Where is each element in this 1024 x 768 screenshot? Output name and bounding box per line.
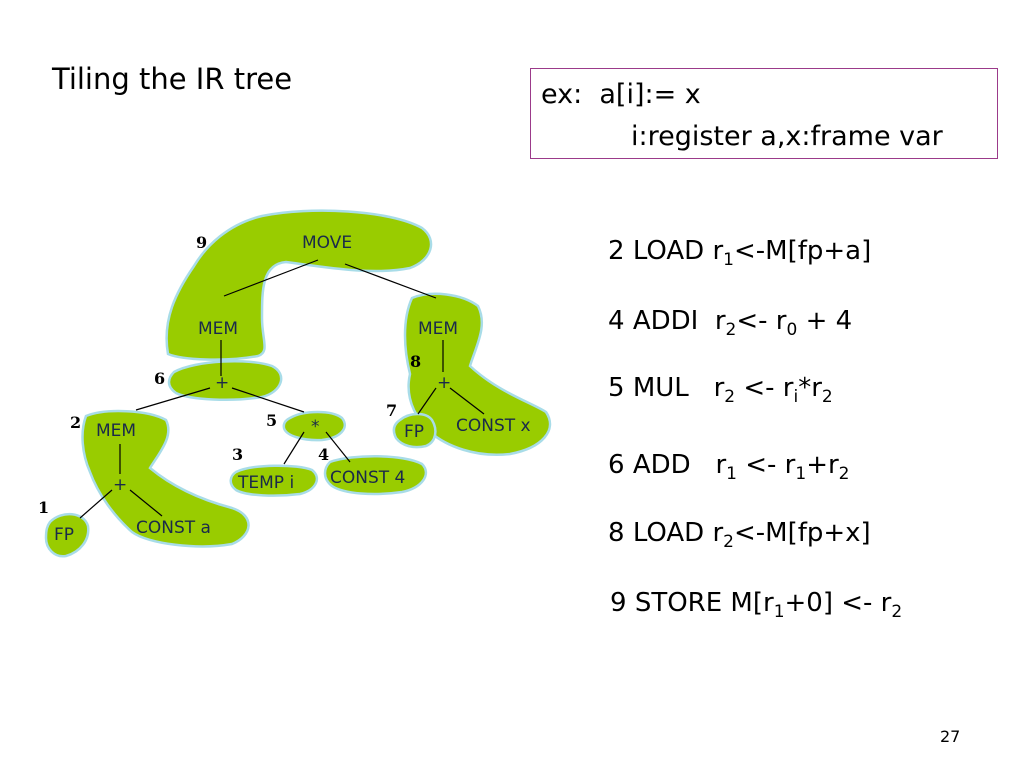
edge-plus-const-x (449, 387, 485, 415)
node-mem-inner: MEM (96, 421, 136, 441)
slide-title: Tiling the IR tree (52, 62, 293, 96)
instruction-6: 6 ADD r1 <- r1+r2 (608, 450, 850, 484)
tile-4-blob (323, 455, 428, 496)
edge-plus-fp-right (417, 387, 437, 415)
instruction-8: 8 LOAD r2<-M[fp+x] (608, 518, 871, 552)
instruction-5: 5 MUL r2 <- ri*r2 (608, 373, 833, 407)
example-line-2: i:register a,x:frame var (631, 121, 943, 152)
edge-plus-mul (231, 387, 305, 413)
tile-number-6: 6 (154, 369, 165, 388)
node-fp-right: FP (404, 422, 424, 442)
node-const-a: CONST a (136, 518, 211, 538)
node-plus-mid: + (215, 373, 229, 393)
edge-mul-temp (283, 431, 305, 465)
tile-2-blob (81, 409, 250, 548)
node-temp-i: TEMP i (237, 473, 294, 493)
tile-number-3: 3 (232, 445, 243, 464)
node-plus-right: + (437, 373, 451, 393)
tile-6-blob (167, 359, 283, 402)
tile-number-7: 7 (386, 401, 397, 420)
tile-5-blob (282, 410, 347, 442)
edge-plus-mem-inner (135, 387, 211, 411)
tile-9-blob (165, 209, 433, 361)
tile-7-blob (392, 412, 437, 449)
edge-move-mem-right (344, 263, 437, 299)
example-box: ex: a[i]:= x i:register a,x:frame var (530, 68, 998, 159)
node-mem-right: MEM (418, 319, 458, 339)
node-fp-left: FP (54, 525, 74, 545)
tile-3-blob (229, 464, 319, 497)
tile-number-5: 5 (266, 411, 277, 430)
node-plus-inner: + (113, 475, 127, 495)
page-number: 27 (940, 727, 961, 746)
tile-number-8: 8 (410, 352, 421, 371)
tile-number-2: 2 (70, 413, 81, 432)
node-mem-left: MEM (198, 319, 238, 339)
node-const-4: CONST 4 (330, 468, 405, 488)
node-const-x: CONST x (456, 416, 531, 436)
instruction-2: 2 LOAD r1<-M[fp+a] (608, 236, 872, 270)
tile-8-blob (403, 292, 552, 456)
edge-plus-fp-left (79, 489, 113, 519)
example-line-1: ex: a[i]:= x (541, 79, 701, 110)
instruction-4: 4 ADDI r2<- r0 + 4 (608, 306, 853, 340)
instruction-9: 9 STORE M[r1+0] <- r2 (610, 588, 903, 622)
edge-plus-const-a (129, 489, 163, 517)
tile-number-9: 9 (196, 233, 207, 252)
edge-move-mem-left (223, 259, 319, 297)
tile-number-1: 1 (38, 498, 49, 517)
node-mul: * (311, 417, 320, 437)
tile-number-4: 4 (318, 445, 329, 464)
node-move: MOVE (302, 233, 352, 253)
edge-mul-const4 (325, 431, 351, 463)
